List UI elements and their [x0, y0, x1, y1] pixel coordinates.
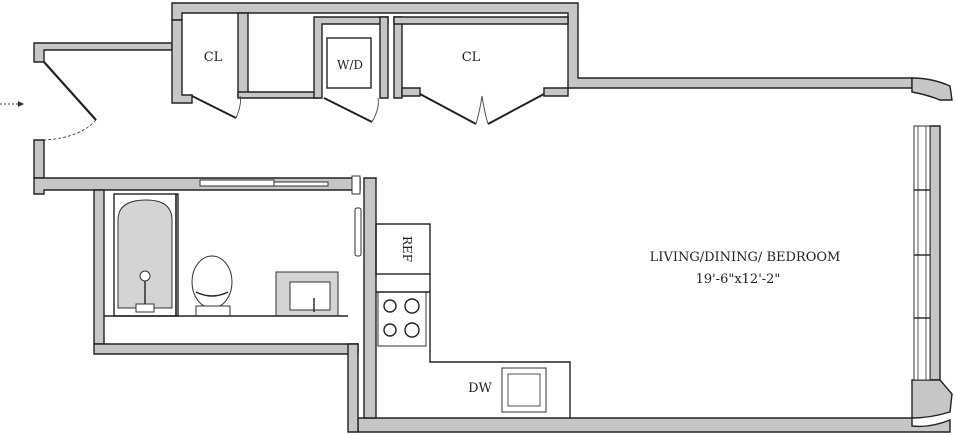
doors: [43, 61, 545, 257]
closets: [171, 12, 569, 104]
room-name: LIVING/DINING/ BEDROOM: [650, 250, 841, 265]
label-dishwasher: DW: [468, 381, 492, 396]
label-closet-right: CL: [462, 50, 481, 65]
entry-arrow-icon: [0, 101, 24, 107]
label-washer-dryer: W/D: [337, 58, 363, 72]
bathroom: [104, 193, 348, 317]
label-refrigerator: REF: [400, 236, 414, 262]
kitchen: [375, 223, 571, 418]
window-wall: [913, 125, 931, 381]
outer-walls: [33, 2, 953, 433]
room-size: 19'-6"x12'-2": [696, 272, 781, 287]
label-closet-left: CL: [204, 50, 223, 65]
